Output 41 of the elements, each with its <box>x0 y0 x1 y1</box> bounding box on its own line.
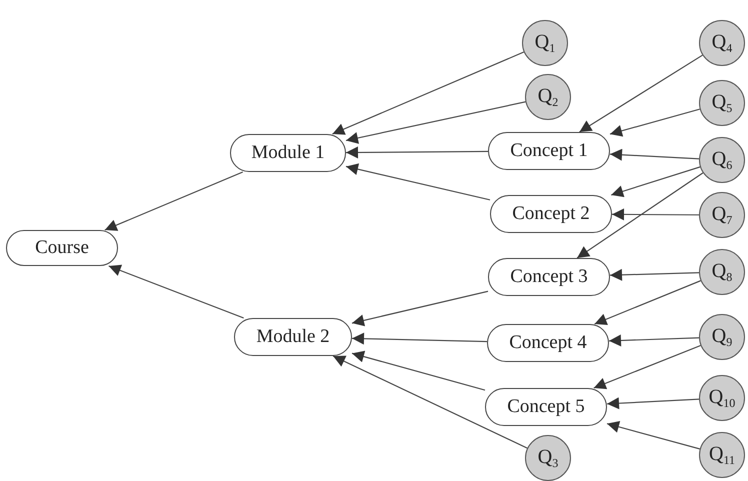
topic-node: Concept 1 <box>488 132 610 170</box>
topic-node: Concept 5 <box>485 388 607 426</box>
arrow <box>332 52 524 135</box>
question-circle: Q$_{4}$ <box>699 20 745 66</box>
arrow <box>612 208 699 220</box>
question-circle: Q$_{9}$ <box>699 314 745 360</box>
question-circle: Q$_{8}$ <box>699 249 745 295</box>
arrow <box>346 101 526 144</box>
topic-node: Concept 3 <box>488 258 610 296</box>
arrow <box>594 280 701 326</box>
arrow <box>610 108 700 137</box>
arrow <box>352 350 486 391</box>
topic-node: Module 2 <box>234 318 352 356</box>
arrow <box>104 172 244 231</box>
question-circle: Q$_{11}$ <box>699 432 745 478</box>
question-circle: Q$_{6}$ <box>699 137 745 183</box>
arrow <box>606 397 700 410</box>
topic-node: Concept 4 <box>487 324 609 362</box>
question-circle: Q$_{7}$ <box>699 192 745 238</box>
arrow <box>610 148 700 161</box>
question-circle: Q$_{3}$ <box>525 435 571 481</box>
question-circle: Q$_{10}$ <box>699 375 745 421</box>
topic-node: Module 1 <box>230 134 346 172</box>
arrow <box>606 421 700 450</box>
arrow <box>594 344 701 390</box>
arrow <box>346 163 490 200</box>
arrow <box>611 166 700 198</box>
arrow <box>576 172 704 258</box>
topic-node: Course <box>6 230 118 266</box>
arrow <box>352 332 488 345</box>
question-circle: Q$_{2}$ <box>525 74 571 120</box>
arrow <box>610 268 700 281</box>
arrow <box>352 290 488 326</box>
question-circle: Q$_{1}$ <box>522 20 568 66</box>
arrow <box>332 356 528 449</box>
topic-node: Concept 2 <box>490 195 612 233</box>
question-circle: Q$_{5}$ <box>699 80 745 126</box>
arrow <box>108 264 244 319</box>
arrow <box>608 334 700 346</box>
arrow <box>579 54 703 132</box>
arrow <box>346 146 488 158</box>
